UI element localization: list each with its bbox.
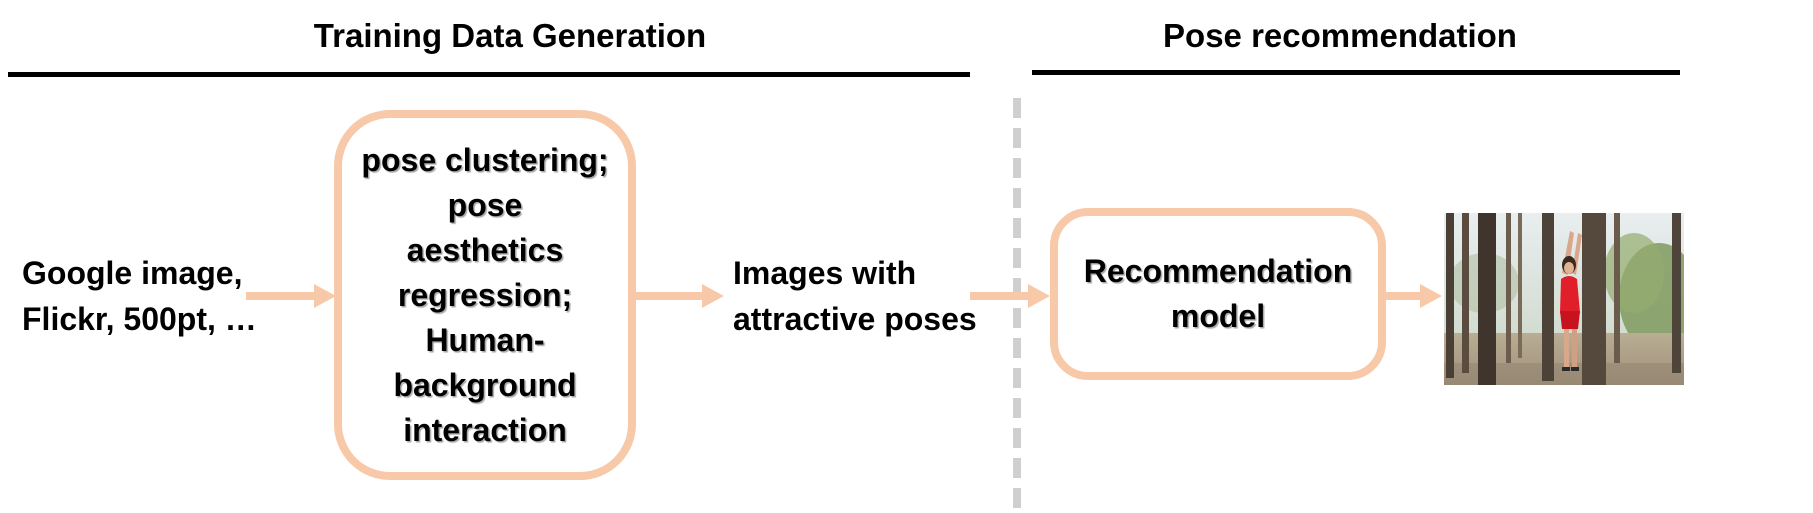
- section-divider: [1013, 98, 1021, 513]
- processing-steps-text: pose clustering; pose aesthetics regress…: [361, 141, 609, 448]
- arrow-sources-to-processing: [246, 284, 336, 308]
- recommended-pose-photo: [1444, 213, 1684, 385]
- left-header-rule: [8, 72, 970, 77]
- data-sources-label: Google image, Flickr, 500pt, …: [22, 255, 257, 337]
- arrow-model-to-photo: [1386, 284, 1442, 308]
- training-data-generation-title: Training Data Generation: [313, 17, 707, 54]
- pose-recommendation-title: Pose recommendation: [1163, 17, 1517, 54]
- processing-box: pose clustering; pose aesthetics regress…: [334, 110, 636, 480]
- right-header-rule: [1032, 70, 1680, 75]
- arrow-images-to-model: [970, 284, 1050, 308]
- recommendation-model-text: Recommendation model: [1083, 253, 1353, 334]
- recommendation-model-box: Recommendation model: [1050, 208, 1386, 380]
- arrow-processing-to-images: [636, 284, 724, 308]
- attractive-poses-images-label: Images with attractive poses: [733, 255, 977, 337]
